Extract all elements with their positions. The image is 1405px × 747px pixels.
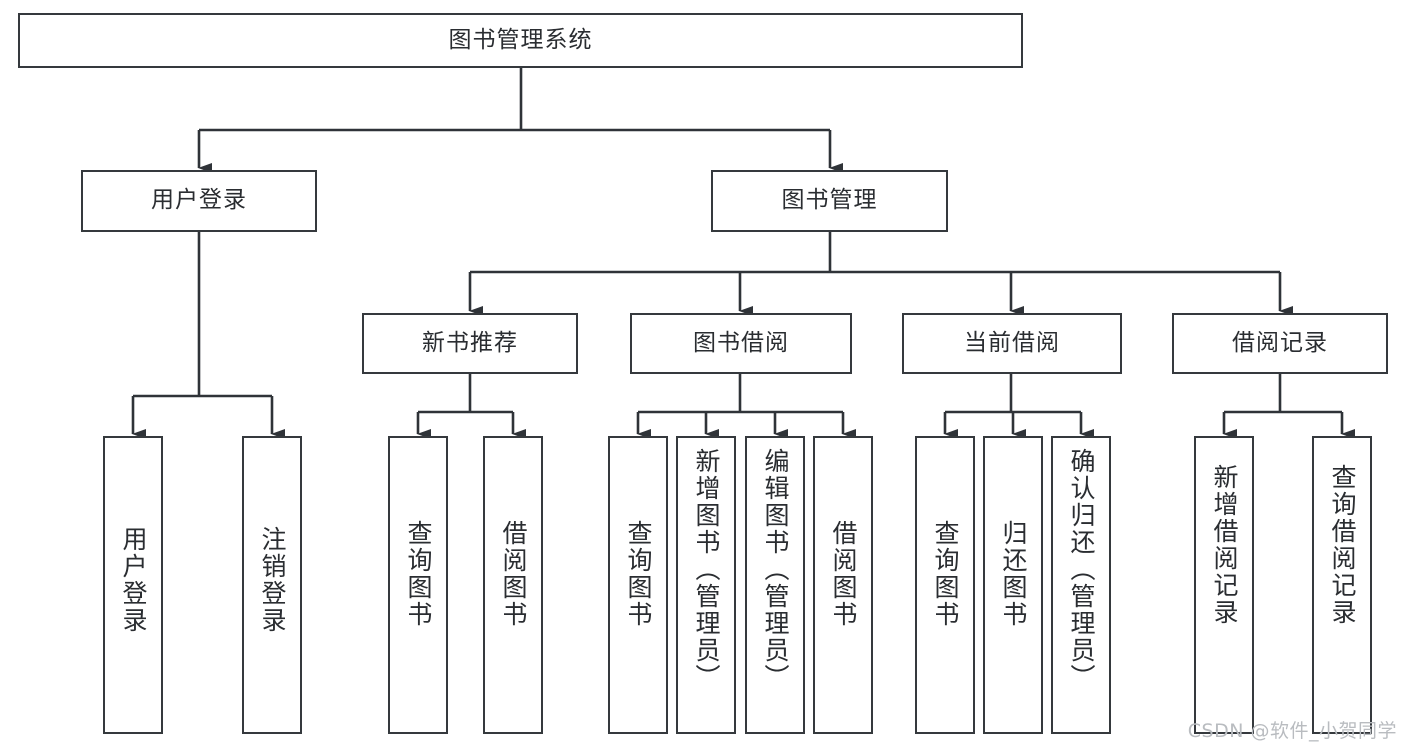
node-current-borrow[interactable]: 当前借阅 xyxy=(902,313,1122,374)
node-borrow-record[interactable]: 借阅记录 xyxy=(1172,313,1388,374)
leaf-query-book-new[interactable]: 查询图书 xyxy=(388,436,448,734)
node-label: 编辑图书（管理员） xyxy=(761,448,790,691)
node-label: 图书借阅 xyxy=(693,329,789,356)
node-label: 用户登录 xyxy=(151,187,247,214)
node-label: 查询借阅记录 xyxy=(1328,464,1357,626)
node-label: 图书管理系统 xyxy=(448,26,593,53)
leaf-query-borrow-record[interactable]: 查询借阅记录 xyxy=(1312,436,1372,734)
node-label: 新增借阅记录 xyxy=(1210,464,1239,626)
node-book-borrow[interactable]: 图书借阅 xyxy=(630,313,852,374)
node-label: 借阅图书 xyxy=(829,520,858,628)
leaf-edit-book-admin[interactable]: 编辑图书（管理员） xyxy=(745,436,805,734)
node-label: 注销登录 xyxy=(258,526,287,634)
leaf-add-borrow-record[interactable]: 新增借阅记录 xyxy=(1194,436,1254,734)
leaf-borrow-book-borrow[interactable]: 借阅图书 xyxy=(813,436,873,734)
node-user-login[interactable]: 用户登录 xyxy=(81,170,317,232)
leaf-confirm-return-admin[interactable]: 确认归还（管理员） xyxy=(1051,436,1111,734)
leaf-borrow-book-new[interactable]: 借阅图书 xyxy=(483,436,543,734)
leaf-logout[interactable]: 注销登录 xyxy=(242,436,302,734)
leaf-query-book-current[interactable]: 查询图书 xyxy=(915,436,975,734)
leaf-return-book[interactable]: 归还图书 xyxy=(983,436,1043,734)
node-book-management[interactable]: 图书管理 xyxy=(711,170,948,232)
watermark-text: CSDN @软件_小贺同学 xyxy=(1187,720,1397,742)
node-label: 用户登录 xyxy=(119,526,148,634)
leaf-add-book-admin[interactable]: 新增图书（管理员） xyxy=(676,436,736,734)
node-label: 图书管理 xyxy=(781,187,878,214)
node-label: 借阅图书 xyxy=(499,520,528,628)
node-label: 查询图书 xyxy=(624,520,653,628)
node-label: 查询图书 xyxy=(404,520,433,628)
node-label: 当前借阅 xyxy=(964,329,1060,356)
node-label: 新增图书（管理员） xyxy=(692,448,721,691)
node-root-system[interactable]: 图书管理系统 xyxy=(18,13,1023,68)
leaf-query-book-borrow[interactable]: 查询图书 xyxy=(608,436,668,734)
node-label: 新书推荐 xyxy=(422,329,518,356)
node-new-book-recommend[interactable]: 新书推荐 xyxy=(362,313,578,374)
node-label: 确认归还（管理员） xyxy=(1067,448,1096,691)
node-label: 借阅记录 xyxy=(1232,329,1328,356)
node-label: 归还图书 xyxy=(999,520,1028,628)
node-label: 查询图书 xyxy=(931,520,960,628)
leaf-user-login[interactable]: 用户登录 xyxy=(103,436,163,734)
